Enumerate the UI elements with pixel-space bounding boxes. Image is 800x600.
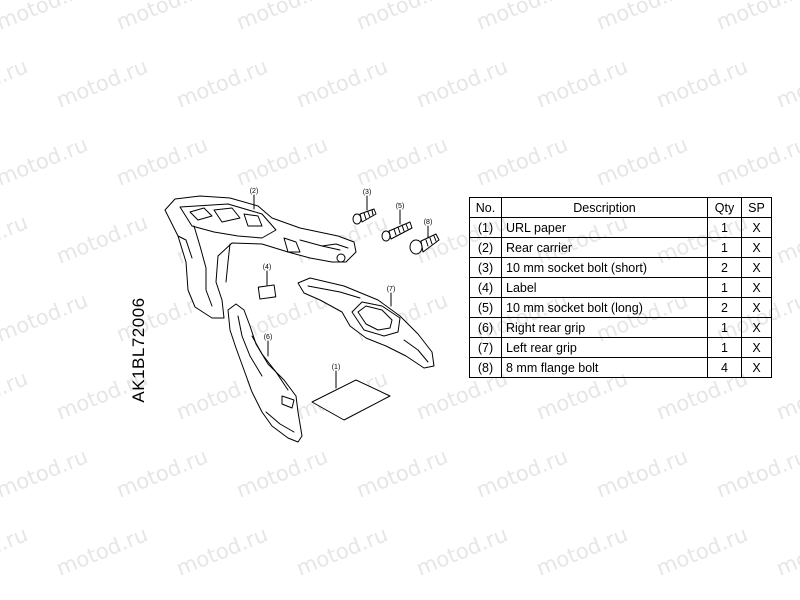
callout-6: (6)	[264, 334, 273, 341]
header-qty: Qty	[707, 197, 742, 218]
row-sp: X	[741, 317, 772, 338]
row-description: URL paper	[501, 217, 708, 238]
row-sp: X	[741, 297, 772, 318]
row-sp: X	[741, 357, 772, 378]
table-row: (1) URL paper 1 X	[469, 217, 772, 238]
url-paper-part	[311, 379, 391, 421]
row-qty: 2	[707, 297, 742, 318]
row-no: (4)	[469, 277, 502, 298]
row-qty: 4	[707, 357, 742, 378]
row-qty: 1	[707, 237, 742, 258]
row-no: (8)	[469, 357, 502, 378]
socket-bolt-short-part	[352, 208, 377, 225]
label-part	[257, 284, 277, 300]
table-row: (2) Rear carrier 1 X	[469, 237, 772, 258]
header-no: No.	[469, 197, 502, 218]
row-no: (7)	[469, 337, 502, 358]
table-row: (3) 10 mm socket bolt (short) 2 X	[469, 257, 772, 278]
row-qty: 1	[707, 277, 742, 298]
row-qty: 2	[707, 257, 742, 278]
callout-2: (2)	[250, 188, 259, 195]
right-rear-grip-part	[227, 303, 303, 443]
callout-1: (1)	[332, 364, 341, 371]
row-sp: X	[741, 257, 772, 278]
callout-4: (4)	[263, 264, 272, 271]
left-rear-grip-part	[297, 277, 435, 369]
row-qty: 1	[707, 217, 742, 238]
row-sp: X	[741, 277, 772, 298]
row-no: (5)	[469, 297, 502, 318]
header-description: Description	[501, 197, 708, 218]
row-no: (6)	[469, 317, 502, 338]
table-header-row: No. Description Qty SP	[469, 197, 772, 218]
table-row: (5) 10 mm socket bolt (long) 2 X	[469, 297, 772, 318]
table-row: (4) Label 1 X	[469, 277, 772, 298]
header-sp: SP	[741, 197, 772, 218]
part-code: AK1BL72006	[129, 297, 148, 403]
row-qty: 1	[707, 337, 742, 358]
row-description: 8 mm flange bolt	[501, 357, 708, 378]
callout-5: (5)	[396, 203, 405, 210]
row-description: 10 mm socket bolt (short)	[501, 257, 708, 278]
row-sp: X	[741, 337, 772, 358]
row-no: (3)	[469, 257, 502, 278]
row-no: (1)	[469, 217, 502, 238]
callout-3: (3)	[363, 189, 372, 196]
table-row: (6) Right rear grip 1 X	[469, 317, 772, 338]
row-description: Rear carrier	[501, 237, 708, 258]
parts-list-table: No. Description Qty SP (1) URL paper 1 X…	[469, 197, 772, 378]
row-description: Left rear grip	[501, 337, 708, 358]
callout-7: (7)	[387, 286, 396, 293]
rear-carrier-part	[164, 195, 357, 319]
row-sp: X	[741, 237, 772, 258]
socket-bolt-long-part	[381, 221, 413, 242]
row-qty: 1	[707, 317, 742, 338]
flange-bolt-part	[409, 233, 440, 255]
row-description: 10 mm socket bolt (long)	[501, 297, 708, 318]
row-no: (2)	[469, 237, 502, 258]
row-sp: X	[741, 217, 772, 238]
row-description: Right rear grip	[501, 317, 708, 338]
table-row: (7) Left rear grip 1 X	[469, 337, 772, 358]
callout-8: (8)	[424, 219, 433, 226]
table-row: (8) 8 mm flange bolt 4 X	[469, 357, 772, 378]
row-description: Label	[501, 277, 708, 298]
